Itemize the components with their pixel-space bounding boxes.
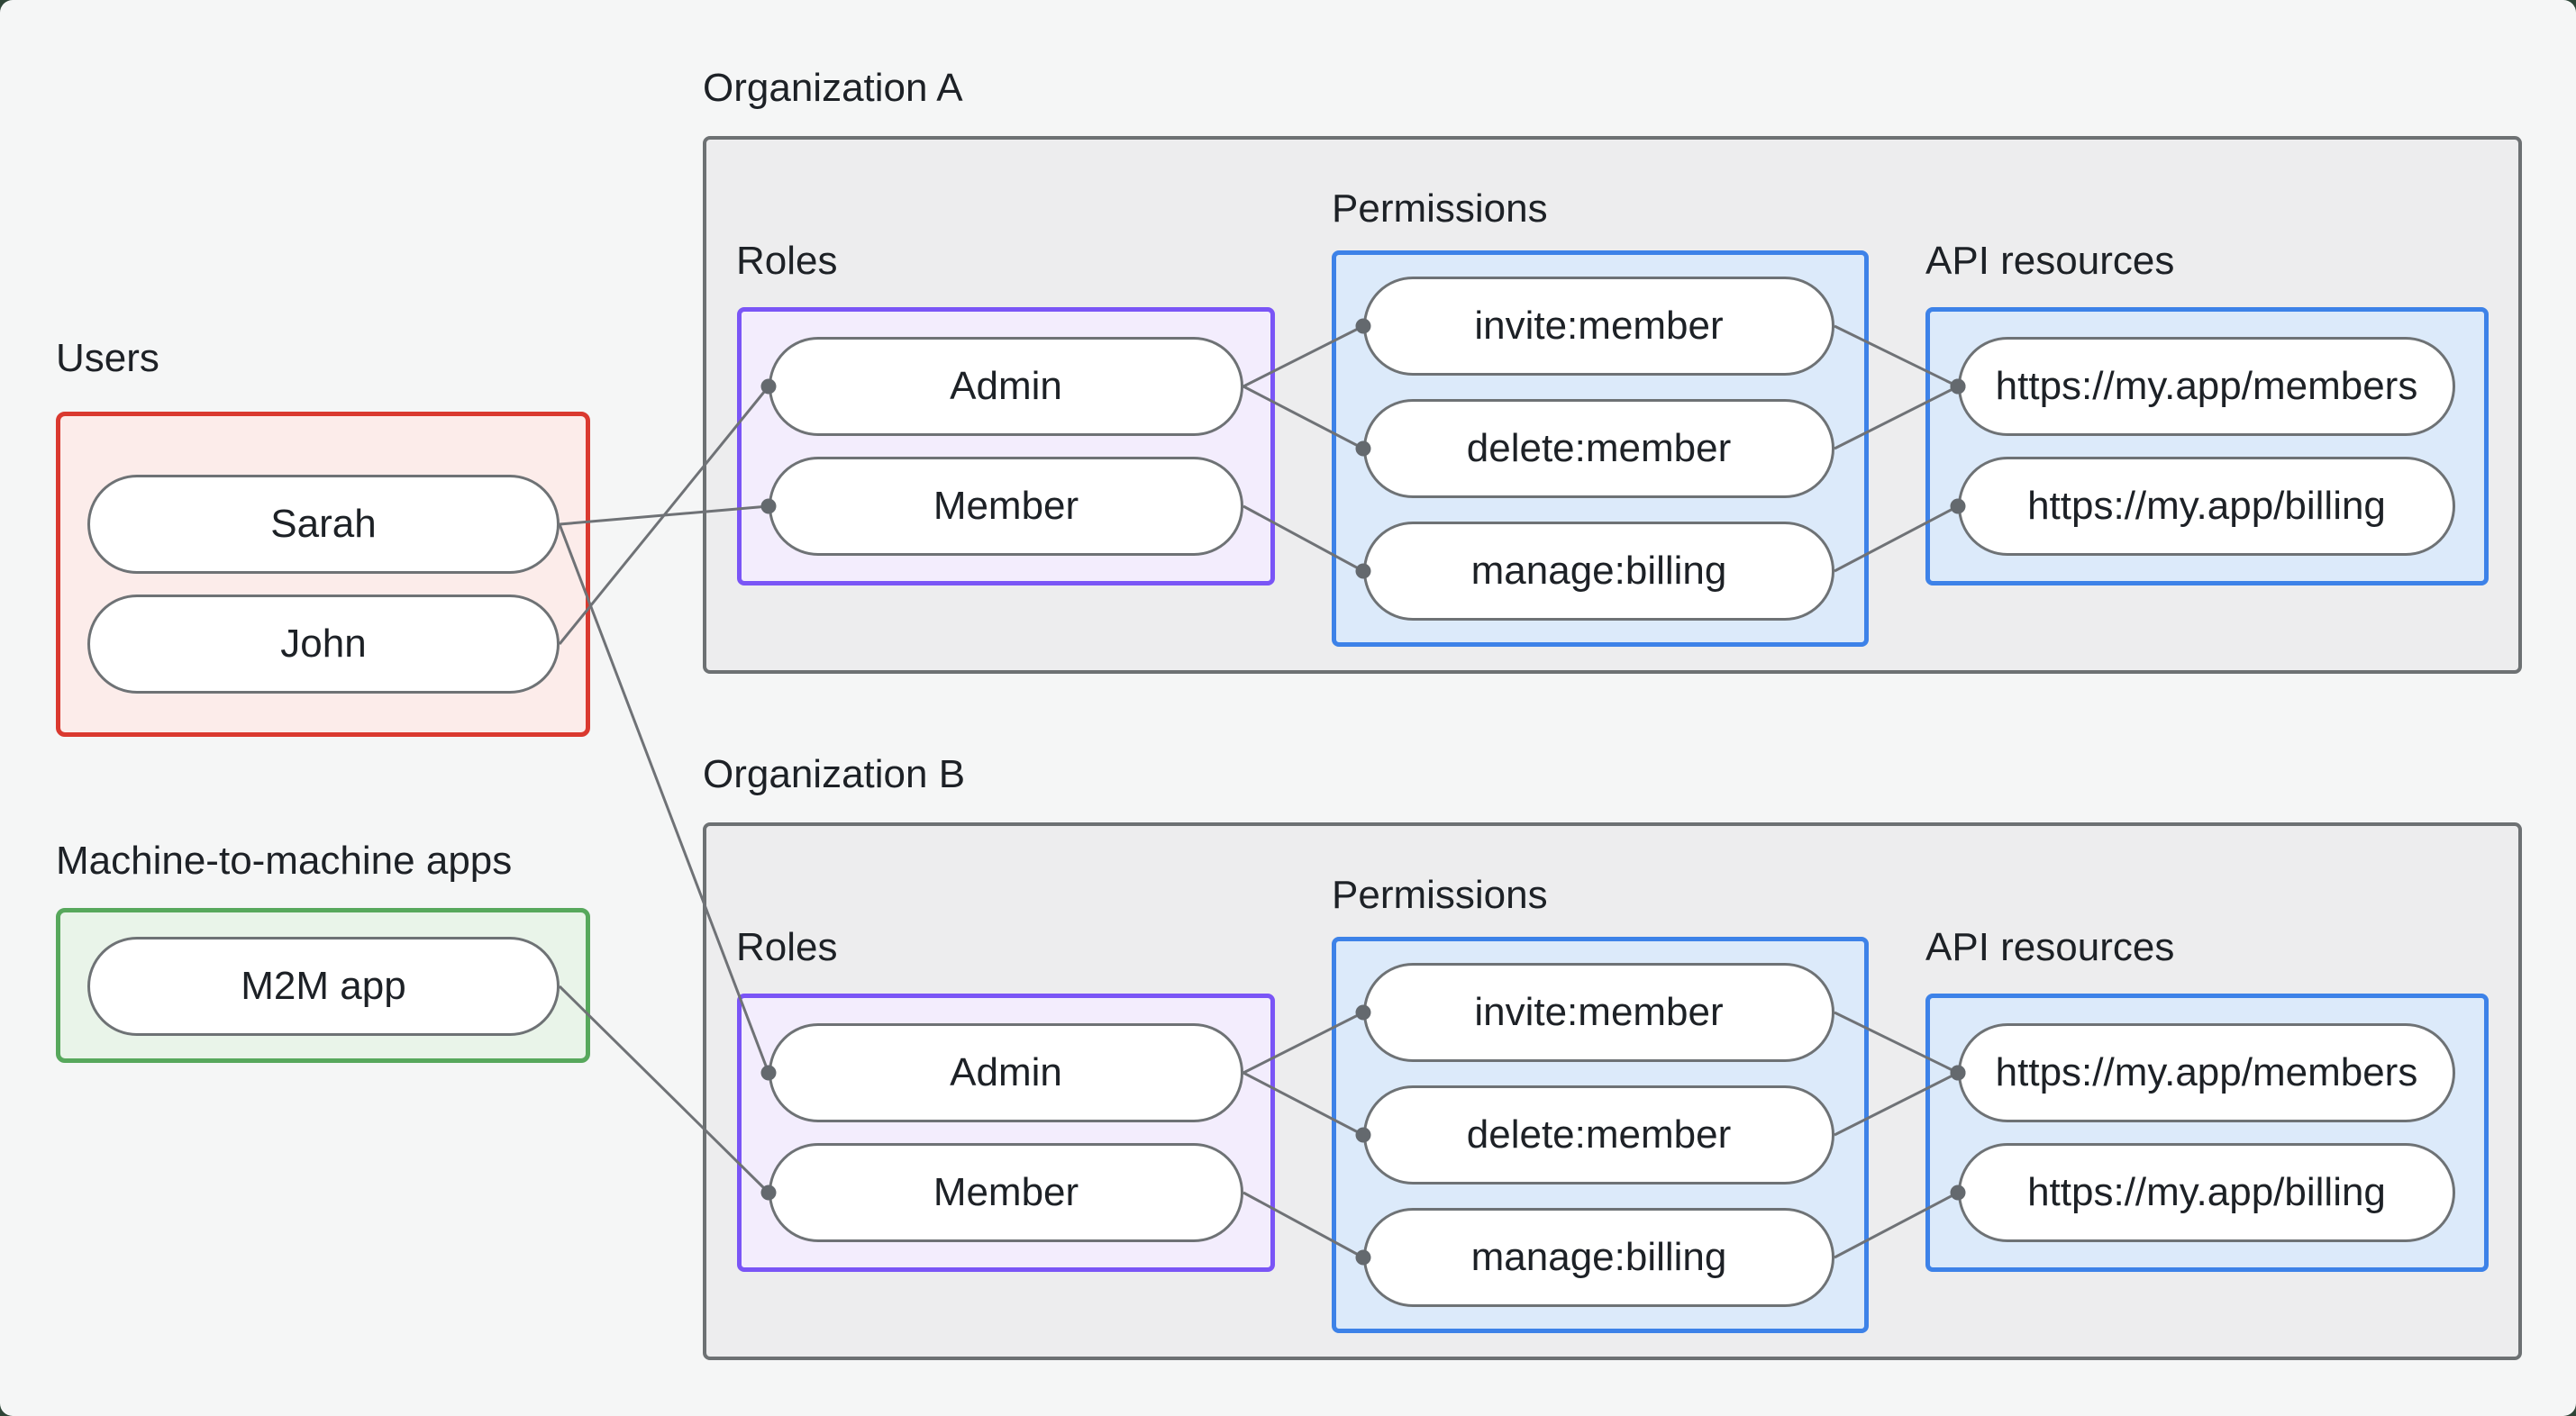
users-group-label: Users — [56, 336, 159, 380]
org-a-api-resources-label: API resources — [1925, 239, 2175, 283]
org-a-title: Organization A — [703, 66, 963, 110]
node-pill-admin-a: Admin — [769, 337, 1243, 436]
node-pill-invite-member-a: invite:member — [1363, 277, 1834, 376]
node-pill-manage-billing-a: manage:billing — [1363, 522, 1834, 621]
node-pill-billing-api-a: https://my.app/billing — [1958, 457, 2455, 556]
node-pill-sarah: Sarah — [87, 475, 560, 574]
node-pill-manage-billing-b: manage:billing — [1363, 1208, 1834, 1307]
node-pill-delete-member-b: delete:member — [1363, 1085, 1834, 1185]
node-pill-invite-member-b: invite:member — [1363, 963, 1834, 1062]
org-b-permissions-label: Permissions — [1332, 873, 1548, 917]
org-b-api-resources-label: API resources — [1925, 925, 2175, 969]
org-b-title: Organization B — [703, 752, 966, 796]
node-pill-delete-member-a: delete:member — [1363, 399, 1834, 498]
node-pill-member-a: Member — [769, 457, 1243, 556]
node-pill-billing-api-b: https://my.app/billing — [1958, 1143, 2455, 1242]
m2m-group-label: Machine-to-machine apps — [56, 839, 513, 883]
org-b-roles-label: Roles — [736, 925, 838, 969]
node-pill-john: John — [87, 595, 560, 694]
node-pill-admin-b: Admin — [769, 1023, 1243, 1122]
node-pill-m2m-app: M2M app — [87, 937, 560, 1036]
node-pill-member-b: Member — [769, 1143, 1243, 1242]
node-pill-members-api-b: https://my.app/members — [1958, 1023, 2455, 1122]
org-a-roles-label: Roles — [736, 239, 838, 283]
node-pill-members-api-a: https://my.app/members — [1958, 337, 2455, 436]
org-a-permissions-label: Permissions — [1332, 186, 1548, 231]
